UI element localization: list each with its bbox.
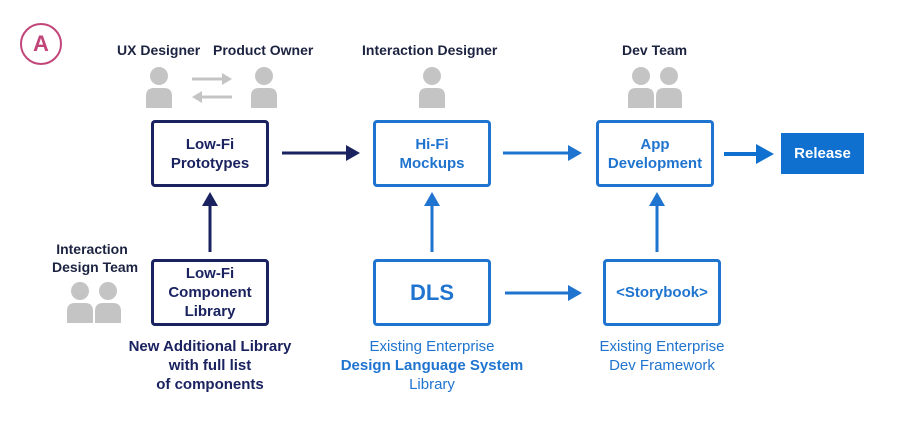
box-label-line: App <box>640 135 670 153</box>
person-icon <box>656 67 682 108</box>
role-product-owner: Product Owner <box>213 42 314 58</box>
role-line: Interaction <box>56 241 128 257</box>
person-icon <box>251 67 277 108</box>
box-lowfi-prototypes: Low-Fi Prototypes <box>151 120 269 187</box>
box-label-line: Hi-Fi <box>415 135 449 153</box>
role-interaction-designer: Interaction Designer <box>362 42 498 58</box>
role-interaction-design-team: Interaction Design Team <box>52 240 139 276</box>
arrow-storybook-to-app <box>649 192 665 252</box>
person-icon <box>67 282 93 323</box>
box-release: Release <box>781 133 864 174</box>
arrow-dls-to-hifi <box>424 192 440 252</box>
caption-line: Existing Enterprise <box>599 338 725 355</box>
box-label-line: Mockups <box>399 154 465 172</box>
caption-line: New Additional Library <box>128 338 292 355</box>
caption-line: of components <box>156 376 264 393</box>
box-label-line: Library <box>184 303 236 320</box>
section-badge: A <box>20 23 62 65</box>
arrow-hifi-to-app <box>503 145 582 161</box>
arrow-lowfi-to-hifi <box>282 145 360 161</box>
role-dev-team: Dev Team <box>622 42 688 58</box>
role-line: Design Team <box>52 259 139 275</box>
person-icon <box>146 67 172 108</box>
caption-new-library: New Additional Library with full list of… <box>105 337 315 394</box>
person-icon <box>419 67 445 108</box>
person-icon <box>628 67 654 108</box>
box-app-development: App Development <box>596 120 714 187</box>
exchange-arrows-icon <box>192 73 232 103</box>
arrow-app-to-release <box>724 144 774 164</box>
arrow-dls-to-storybook <box>505 285 582 301</box>
caption-storybook: Existing Enterprise Dev Framework <box>572 337 752 375</box>
box-label-line: Prototypes <box>170 154 250 172</box>
arrow-library-to-prototypes <box>202 192 218 252</box>
box-label-line: Low-Fi <box>185 265 235 282</box>
box-hifi-mockups: Hi-Fi Mockups <box>373 120 491 187</box>
caption-dls: Existing Enterprise Design Language Syst… <box>322 337 542 394</box>
box-label-line: Low-Fi <box>185 135 235 153</box>
person-icon <box>95 282 121 323</box>
caption-line: Existing Enterprise <box>369 338 495 355</box>
role-ux-designer: UX Designer <box>117 42 201 58</box>
caption-line: Library <box>409 376 455 393</box>
box-lowfi-component-library: Low-Fi Component Library <box>151 259 269 326</box>
box-storybook: <Storybook> <box>603 259 721 326</box>
caption-line: with full list <box>168 357 252 374</box>
caption-line: Dev Framework <box>609 357 715 374</box>
box-dls: DLS <box>373 259 491 326</box>
box-label-line: Component <box>168 284 252 301</box>
box-label-line: Development <box>607 154 703 172</box>
caption-line: Design Language System <box>340 357 524 374</box>
